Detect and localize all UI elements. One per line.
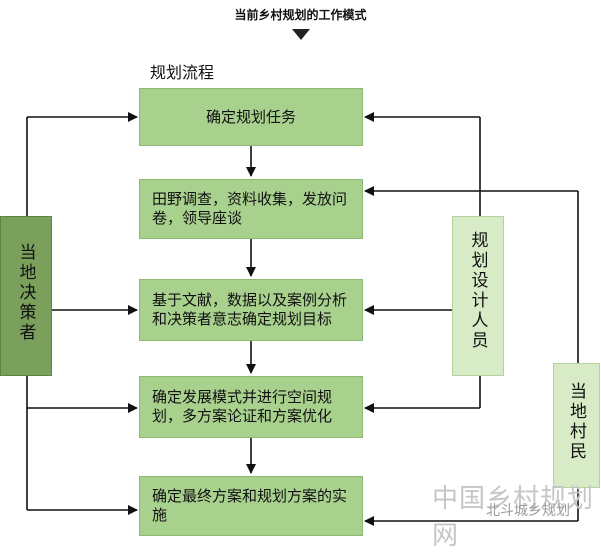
- watermark-account: 北斗城乡规划: [486, 503, 570, 519]
- step-4-box: 确定发展模式并进行空间规划，多方案论证和方案优化: [139, 376, 363, 438]
- diagram-title: 当前乡村规划的工作模式: [234, 8, 367, 22]
- down-triangle-icon: [292, 29, 310, 40]
- actor-planners-text: 规划设计人员: [467, 231, 488, 351]
- step-2-box: 田野调查，资料收集，发放问卷，领导座谈: [139, 179, 363, 239]
- step-3-box: 基于文献，数据以及案例分析和决策者意志确定规划目标: [139, 279, 363, 341]
- step-5-box: 确定最终方案和规划方案的实施: [139, 476, 363, 536]
- actor-planners: 规划设计人员: [452, 216, 504, 376]
- step-1-text: 确定规划任务: [205, 107, 296, 126]
- actor-local-decision-makers-text: 当地决策者: [15, 243, 36, 343]
- step-4-text: 确定发展模式并进行空间规划，多方案论证和方案优化: [152, 388, 333, 425]
- step-1-box: 确定规划任务: [139, 88, 363, 146]
- step-5-text: 确定最终方案和规划方案的实施: [152, 487, 348, 524]
- actor-local-decision-makers: 当地决策者: [0, 216, 52, 376]
- flow-label: 规划流程: [150, 63, 215, 82]
- step-3-text: 基于文献，数据以及案例分析和决策者意志确定规划目标: [152, 291, 348, 328]
- step-2-text: 田野调查，资料收集，发放问卷，领导座谈: [152, 190, 348, 227]
- actor-local-villagers: 当地村民: [553, 363, 600, 488]
- actor-local-villagers-text: 当地村民: [566, 382, 586, 462]
